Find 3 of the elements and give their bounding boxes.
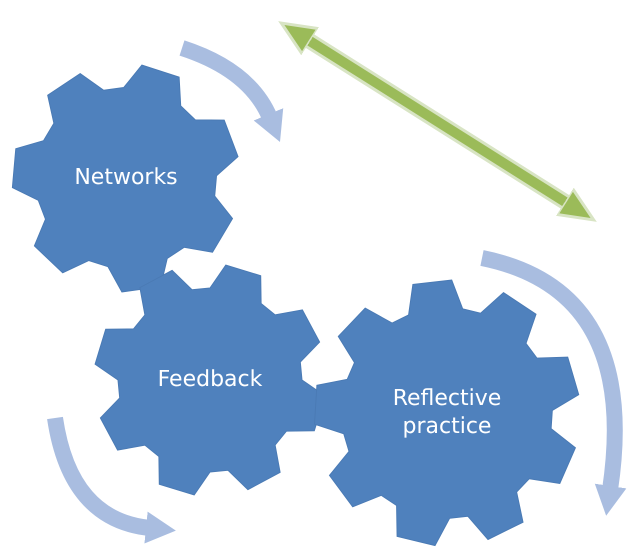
- gear-label: Reflective practice: [392, 384, 502, 442]
- gear-label: Feedback: [156, 366, 264, 394]
- gear-label: Networks: [73, 164, 179, 192]
